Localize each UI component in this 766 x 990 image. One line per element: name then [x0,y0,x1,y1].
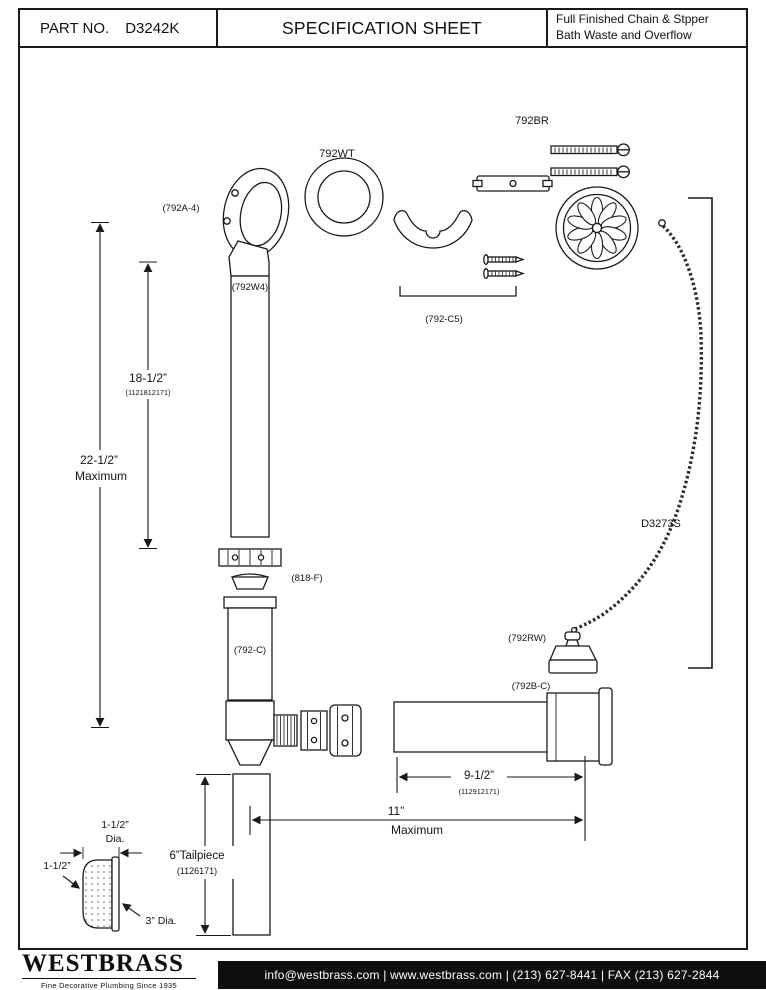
label-792-c5: (792-C5) [425,314,463,325]
dim-18-value: 18-1/2” [129,371,167,385]
waste-tube-drawing [223,596,277,701]
small-screws-drawing [399,254,525,297]
sheet-title: SPECIFICATION SHEET [216,8,548,48]
label-792br: 792BR [515,115,549,127]
tailpiece-drawing [232,773,271,936]
dim-9-code: (112912171) [459,787,500,796]
face-plate-rings-drawing [304,157,384,237]
contact-bar: info@westbrass.com | www.westbrass.com |… [218,961,766,989]
d3273s-bracket [688,197,713,669]
dim-11-line [249,806,584,835]
label-792w4: (792W4) [232,282,268,293]
overflow-elbow-tube-drawing [228,240,270,538]
mounting-screws-drawing [550,143,630,179]
slip-nut-washer-drawing [218,548,282,590]
dim-22-text-bg [62,450,138,487]
label-818-f: (818-F) [291,573,322,584]
brand-block: WESTBRASS Fine Decorative Plumbing Since… [22,951,212,990]
dim-dia-top-value: 1-1/2” [101,819,129,831]
contact-info: info@westbrass.com | www.westbrass.com |… [264,968,720,982]
crescent-bracket-drawing [393,209,473,249]
part-no-value: D3242K [125,19,180,37]
label-d3273s: D3273S [641,518,681,530]
label-792a-4: (792A-4) [163,203,200,214]
product-subtitle: Full Finished Chain & Stpper Bath Waste … [546,8,748,48]
dim-22-value: 22-1/2” [80,453,118,467]
product-subtitle-line1: Full Finished Chain & Stpper [556,12,709,27]
stopper-side-view-drawing [82,856,120,932]
dim-18-line [139,261,157,550]
dim-dia-3-value: 3” Dia. [146,915,177,927]
dim-18-code: (1121812171) [126,388,171,397]
label-792-c: (792-C) [234,645,266,656]
label-792b-c: (792B-C) [512,681,551,692]
stopper-drawing [548,626,598,674]
overflow-plate-drawing [222,167,290,259]
brand-tagline: Fine Decorative Plumbing Since 1935 [22,978,196,990]
part-no-label: PART NO. [40,19,110,37]
tee-fitting-drawing [225,700,362,766]
diagram-labels: (792A-4) 792WT 792BR (792W4) (792-C5) (8… [43,115,681,927]
dim-18-text-bg [114,370,182,399]
dim-6-text-bg [158,846,236,879]
brand-logo: WESTBRASS [22,950,184,977]
product-subtitle-line2: Bath Waste and Overflow [556,28,692,42]
dim-6-code: (1126171) [177,866,217,876]
label-792rw: (792RW) [508,633,546,644]
horizontal-waste-arm-drawing [393,687,613,766]
dim-side-arrows [60,847,142,917]
dim-dia-left-value: 1-1/2” [43,860,71,872]
slotted-strap-drawing [472,175,553,192]
strainer-grid-drawing [555,186,639,270]
dim-9-value: 9-1/2” [464,770,494,782]
stopper-chain-drawing [574,219,704,631]
header: PART NO. D3242K SPECIFICATION SHEET Full… [18,8,748,48]
parts-artwork [82,143,713,936]
part-no-cell: PART NO. D3242K [18,8,218,48]
dim-dia-top-sub: Dia. [106,833,125,845]
dim-9-text-bg [451,767,507,781]
dim-22-max: Maximum [75,469,127,483]
label-792wt: 792WT [319,148,355,160]
dim-11-value: 11” [388,804,404,818]
dim-6-value: 6”Tailpiece [170,850,225,862]
dim-11-max: Maximum [391,823,443,837]
